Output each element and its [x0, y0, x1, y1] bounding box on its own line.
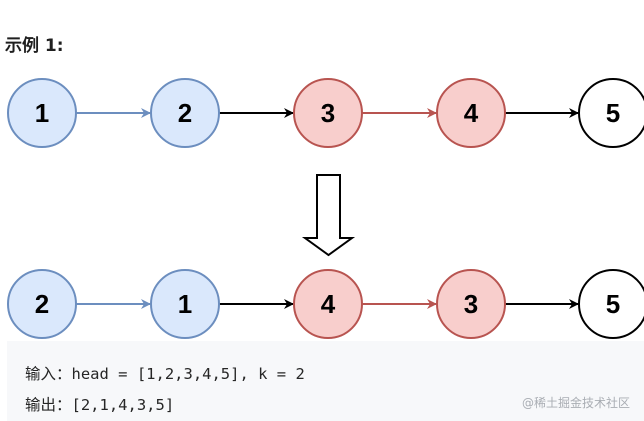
bottom-node-label-1: 2 — [35, 289, 49, 319]
bottom-list-row: 2 1 4 3 5 — [7, 269, 644, 339]
bottom-node-3 — [293, 269, 363, 339]
bottom-node-label-3: 4 — [321, 289, 336, 319]
bottom-node-label-2: 1 — [178, 289, 192, 319]
example-code-box — [7, 341, 644, 421]
bottom-node-4 — [436, 269, 506, 339]
top-node-2 — [150, 78, 220, 148]
bottom-node-2 — [150, 269, 220, 339]
top-node-1 — [7, 78, 77, 148]
top-node-4 — [436, 78, 506, 148]
top-node-label-3: 3 — [321, 98, 335, 128]
top-node-label-4: 4 — [464, 98, 479, 128]
example-heading: 示例 1: — [5, 36, 64, 56]
example-output-line: 输出：[2,1,4,3,5] — [25, 396, 175, 414]
top-node-label-2: 2 — [178, 98, 192, 128]
top-node-label-5: 5 — [606, 98, 620, 128]
top-node-label-1: 1 — [35, 98, 49, 128]
transform-down-arrow — [301, 174, 356, 257]
bottom-node-label-4: 3 — [464, 289, 478, 319]
top-list-row: 1 2 3 4 5 — [7, 78, 644, 148]
top-node-5 — [578, 78, 644, 148]
top-node-3 — [293, 78, 363, 148]
linked-list-diagram: 1 2 3 4 5 2 1 4 3 5 — [7, 78, 644, 339]
bottom-node-label-5: 5 — [606, 289, 620, 319]
watermark: @稀土掘金技术社区 — [521, 396, 630, 410]
example-input-line: 输入：head = [1,2,3,4,5], k = 2 — [25, 365, 305, 383]
bottom-node-1 — [7, 269, 77, 339]
bottom-node-5 — [578, 269, 644, 339]
